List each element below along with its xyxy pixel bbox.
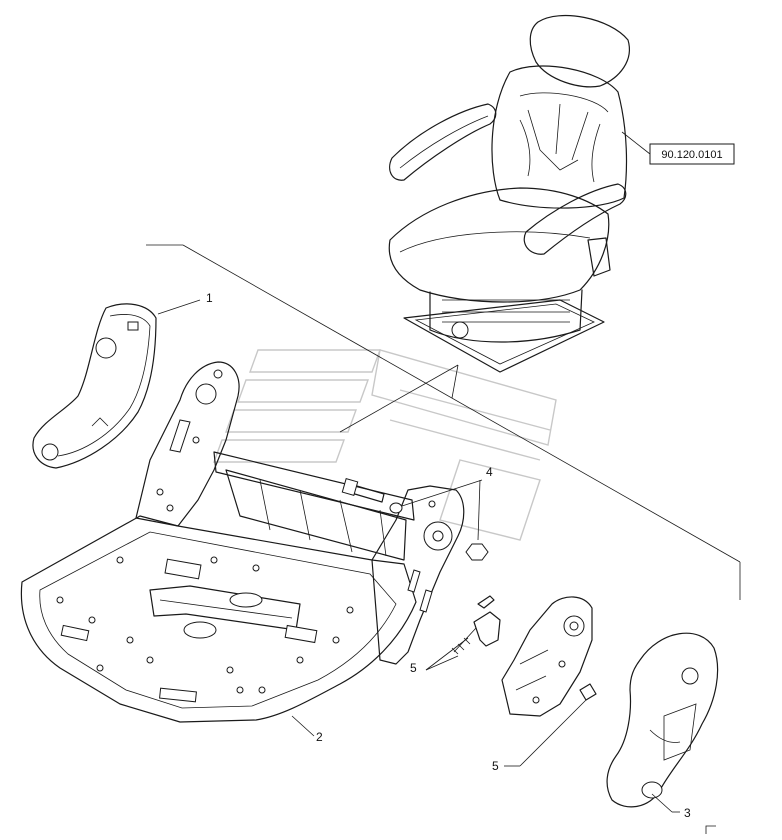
part-4-bolt-washer-nut — [341, 477, 489, 561]
complete-seat-assembly — [388, 15, 735, 373]
reference-box — [649, 143, 735, 165]
callout-label-2: 2 — [316, 730, 323, 744]
callout-label-4: 4 — [486, 465, 493, 479]
callout-label-5-upper: 5 — [410, 661, 417, 675]
callout-leaders — [157, 299, 680, 813]
part-5-spring-bracket — [425, 595, 501, 671]
callout-label-5-lower: 5 — [492, 759, 499, 773]
part-3-right-cover — [606, 632, 719, 813]
part-2-seat-frame — [20, 361, 465, 723]
callout-label-3: 3 — [684, 806, 691, 820]
part-1-left-cover — [32, 303, 157, 469]
corner-mark — [705, 825, 716, 834]
right-mechanism-assembly — [501, 596, 597, 767]
guide-lines — [146, 244, 741, 600]
reference-number: 90.120.0101 — [661, 149, 722, 161]
callout-label-1: 1 — [206, 291, 213, 305]
watermark-logo — [213, 349, 557, 541]
